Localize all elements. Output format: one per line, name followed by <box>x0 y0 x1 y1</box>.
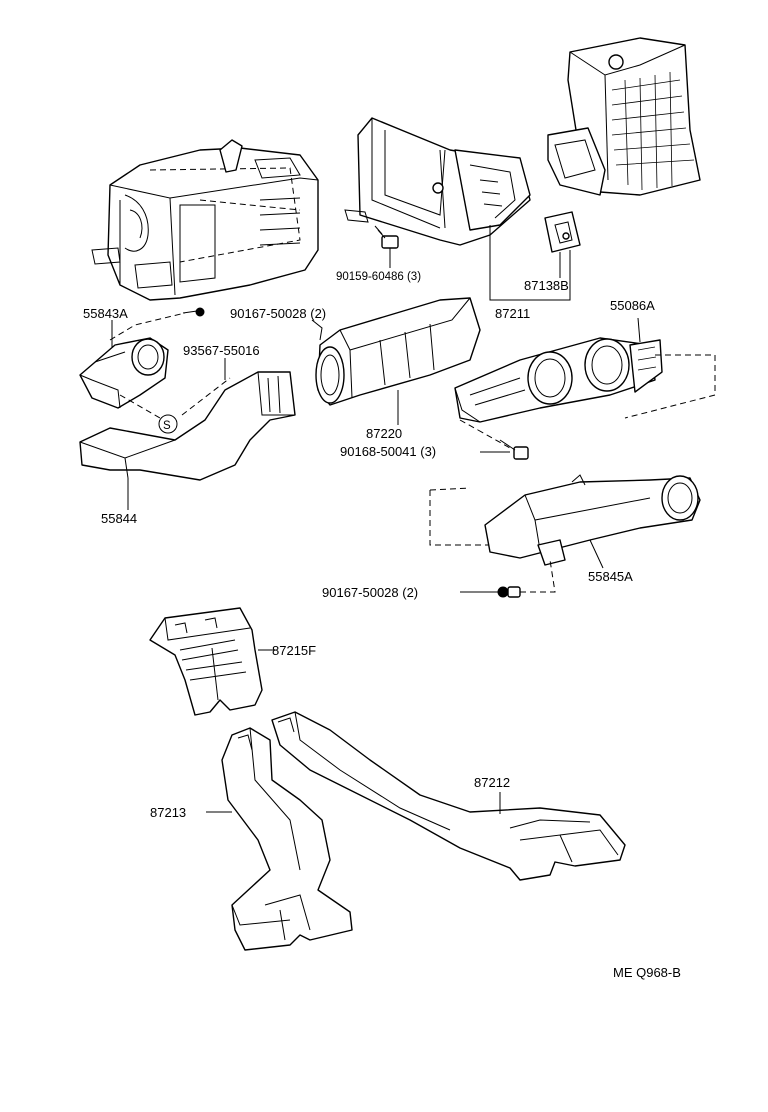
label-55843a: 55843A <box>83 306 128 321</box>
duct-55845a <box>484 474 701 566</box>
cooling-unit-87211 <box>344 117 531 246</box>
resistor-87138b <box>544 211 581 253</box>
label-90159-60486: 90159-60486 (3) <box>336 271 421 283</box>
duct-55844 <box>79 371 296 481</box>
clip-symbol: S <box>163 420 171 432</box>
leader-lines <box>111 225 641 814</box>
duct-87212 <box>271 711 626 881</box>
assembly-lines <box>109 312 716 593</box>
label-55086a: 55086A <box>610 298 655 313</box>
figure-code: ME Q968-B <box>613 965 681 980</box>
label-55845a: 55845A <box>588 569 633 584</box>
duct-87215f <box>149 607 263 716</box>
label-87213: 87213 <box>150 805 186 820</box>
heater-unit <box>91 139 319 301</box>
part-labels: 87138B 87211 90159-60486 (3) 55843A 9016… <box>83 271 681 980</box>
label-90168-50041: 90168-50041 (3) <box>340 444 436 459</box>
bolt-90167-upper-icon <box>182 307 205 317</box>
label-55844: 55844 <box>101 511 137 526</box>
label-87211: 87211 <box>495 306 530 321</box>
label-87215f: 87215F <box>272 643 316 658</box>
label-90167-50028-lower: 90167-50028 (2) <box>322 585 418 600</box>
bolt-90167-lower-icon <box>497 586 521 598</box>
clip-93567-icon: S <box>158 414 178 434</box>
label-87138b: 87138B <box>524 278 569 293</box>
duct-87220 <box>311 297 481 406</box>
blower-unit <box>547 37 701 196</box>
duct-55843a <box>79 337 169 409</box>
label-90167-50028-upper: 90167-50028 (2) <box>230 306 326 321</box>
duct-55086a <box>454 337 663 423</box>
label-87212: 87212 <box>474 775 510 790</box>
label-93567-55016: 93567-55016 <box>183 343 260 358</box>
label-87220: 87220 <box>366 426 402 441</box>
bolt-90168-icon <box>499 439 529 460</box>
bolt-90159-icon <box>374 225 399 249</box>
duct-87213 <box>221 727 353 951</box>
